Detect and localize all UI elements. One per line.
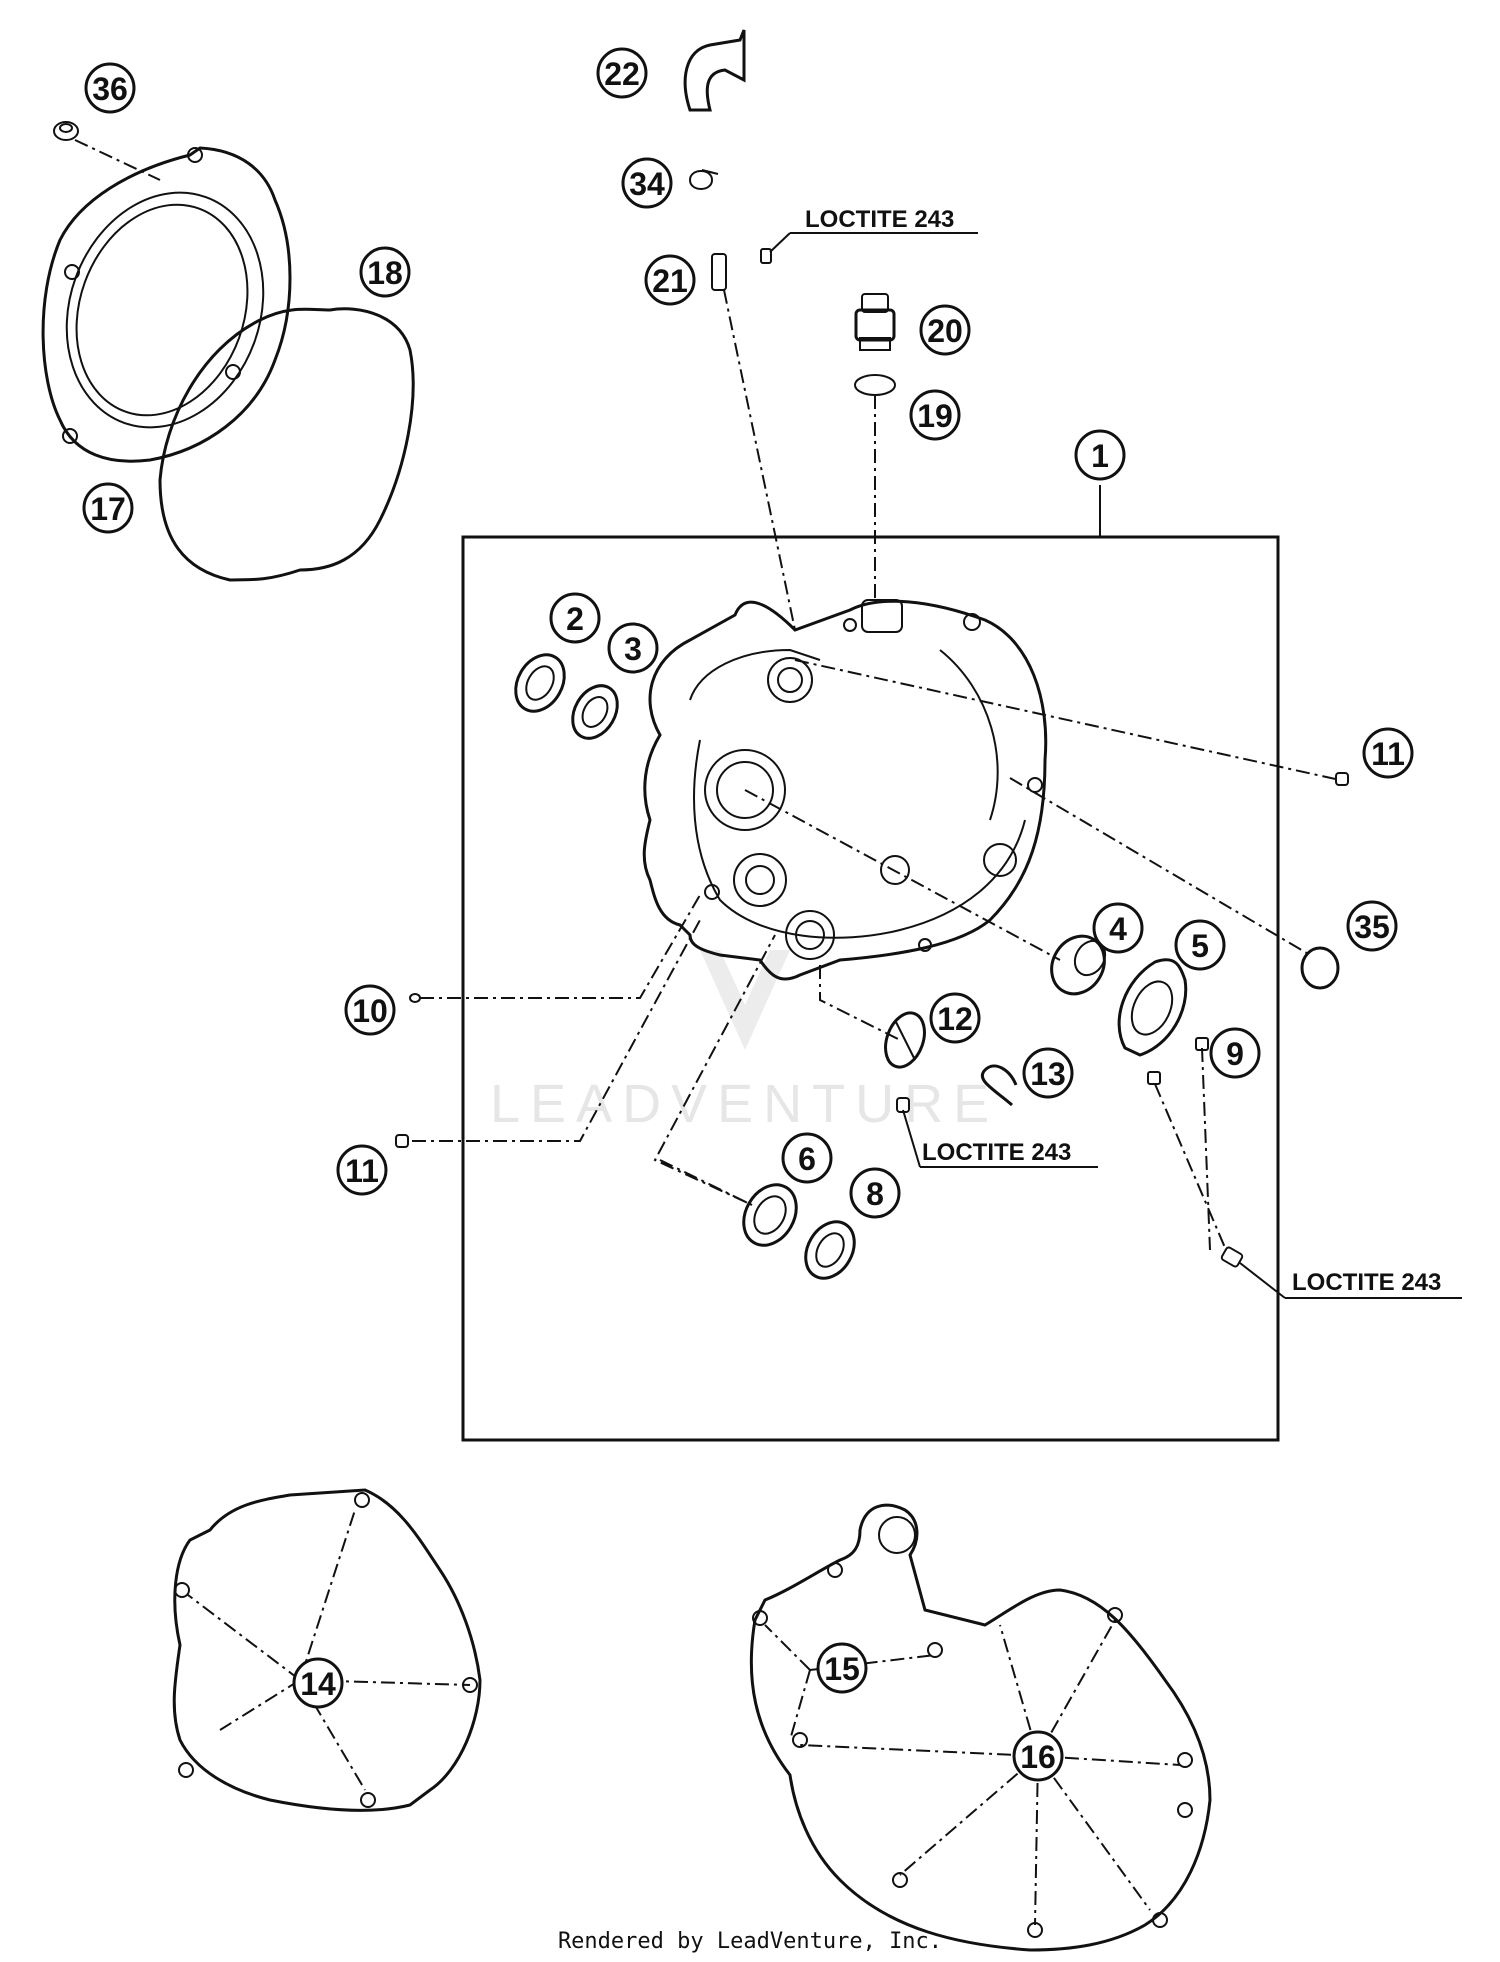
- gasket-14-drawing: [172, 1488, 482, 1812]
- seal-8-drawing: [804, 1220, 856, 1280]
- callout-9[interactable]: 9: [1209, 1027, 1261, 1079]
- leader-lines: [74, 139, 1341, 1926]
- callout-34[interactable]: 34: [621, 157, 673, 209]
- svg-text:8: 8: [866, 1176, 884, 1212]
- svg-text:22: 22: [604, 56, 640, 92]
- svg-text:34: 34: [629, 166, 665, 202]
- callout-15[interactable]: 15: [816, 1642, 868, 1694]
- callout-19[interactable]: 19: [909, 389, 961, 441]
- svg-text:6: 6: [798, 1141, 816, 1177]
- callout-36[interactable]: 36: [84, 62, 136, 114]
- nipple-21-drawing: [711, 248, 772, 291]
- callout-14[interactable]: 14: [292, 1657, 344, 1709]
- oring-19-drawing: [854, 374, 896, 396]
- svg-text:11: 11: [1371, 736, 1405, 772]
- screw-36-drawing: [53, 121, 79, 141]
- callout-18[interactable]: 18: [359, 246, 411, 298]
- seal-3-drawing: [571, 684, 619, 740]
- svg-text:10: 10: [352, 993, 388, 1029]
- svg-text:9: 9: [1226, 1036, 1244, 1072]
- seal-2-drawing: [514, 653, 566, 713]
- part-10-drawing: [409, 993, 421, 1003]
- gasket-16-drawing: [749, 1503, 1212, 1952]
- loctite-note-right: LOCTITE 243: [1239, 1262, 1462, 1299]
- callout-13[interactable]: 13: [1022, 1047, 1074, 1099]
- svg-text:15: 15: [824, 1651, 860, 1687]
- callout-6[interactable]: 6: [781, 1132, 833, 1184]
- footer-credit: Rendered by LeadVenture, Inc.: [558, 1929, 942, 1954]
- callout-16[interactable]: 16: [1012, 1730, 1064, 1782]
- svg-text:21: 21: [652, 263, 688, 299]
- hose-22-drawing: [683, 29, 746, 112]
- svg-text:36: 36: [92, 71, 128, 107]
- callout-17[interactable]: 17: [82, 482, 134, 534]
- outer-cover-17-drawing: [41, 146, 292, 463]
- oil-plug-20-drawing: [854, 293, 896, 351]
- loctite-label-top: LOCTITE 243: [805, 206, 954, 233]
- svg-text:3: 3: [624, 631, 642, 667]
- svg-text:20: 20: [927, 313, 963, 349]
- callout-12[interactable]: 12: [929, 992, 981, 1044]
- clutch-cover-drawing: [642, 599, 1048, 981]
- plate-5-drawing: [1117, 958, 1188, 1057]
- callout-4[interactable]: 4: [1092, 902, 1144, 954]
- callout-20[interactable]: 20: [919, 304, 971, 356]
- loctite-label-right: LOCTITE 243: [1292, 1269, 1441, 1296]
- clamp-34-drawing: [688, 169, 719, 190]
- svg-text:1: 1: [1091, 438, 1109, 474]
- svg-text:12: 12: [937, 1001, 973, 1037]
- svg-text:2: 2: [566, 601, 584, 637]
- gasket-18-drawing: [158, 307, 415, 582]
- oring-35-drawing: [1300, 946, 1340, 990]
- callout-11-left[interactable]: 11: [336, 1144, 388, 1196]
- callout-2[interactable]: 2: [549, 592, 601, 644]
- callout-3[interactable]: 3: [607, 622, 659, 674]
- svg-text:11: 11: [345, 1153, 379, 1189]
- svg-text:4: 4: [1109, 911, 1127, 947]
- loctite-note-mid: LOCTITE 243: [902, 1109, 1098, 1168]
- svg-text:19: 19: [917, 398, 953, 434]
- watermark-text: LEADVENTURE: [490, 1074, 999, 1134]
- loctite-label-mid: LOCTITE 243: [922, 1139, 1071, 1166]
- loctite-note-top: LOCTITE 243: [769, 206, 978, 253]
- part-11-left-drawing: [395, 1134, 409, 1148]
- seal-6-drawing: [742, 1183, 798, 1247]
- svg-text:16: 16: [1020, 1739, 1056, 1775]
- callout-11-right[interactable]: 11: [1362, 727, 1414, 779]
- part-11-right-drawing: [1335, 772, 1349, 786]
- svg-text:14: 14: [300, 1666, 336, 1702]
- callout-5[interactable]: 5: [1174, 919, 1226, 971]
- callout-1[interactable]: 1: [1074, 429, 1126, 481]
- callout-10[interactable]: 10: [344, 984, 396, 1036]
- callout-8[interactable]: 8: [849, 1167, 901, 1219]
- svg-text:13: 13: [1030, 1056, 1066, 1092]
- svg-text:18: 18: [367, 255, 403, 291]
- svg-text:5: 5: [1191, 928, 1209, 964]
- watermark: LEADVENTURE: [490, 950, 999, 1134]
- assembly-box: [461, 535, 1280, 1442]
- callout-21[interactable]: 21: [644, 254, 696, 306]
- circlip-13-drawing: [981, 1064, 1018, 1107]
- svg-text:17: 17: [90, 491, 126, 527]
- callout-22[interactable]: 22: [596, 47, 648, 99]
- callout-35[interactable]: 35: [1346, 900, 1398, 952]
- svg-text:35: 35: [1354, 909, 1390, 945]
